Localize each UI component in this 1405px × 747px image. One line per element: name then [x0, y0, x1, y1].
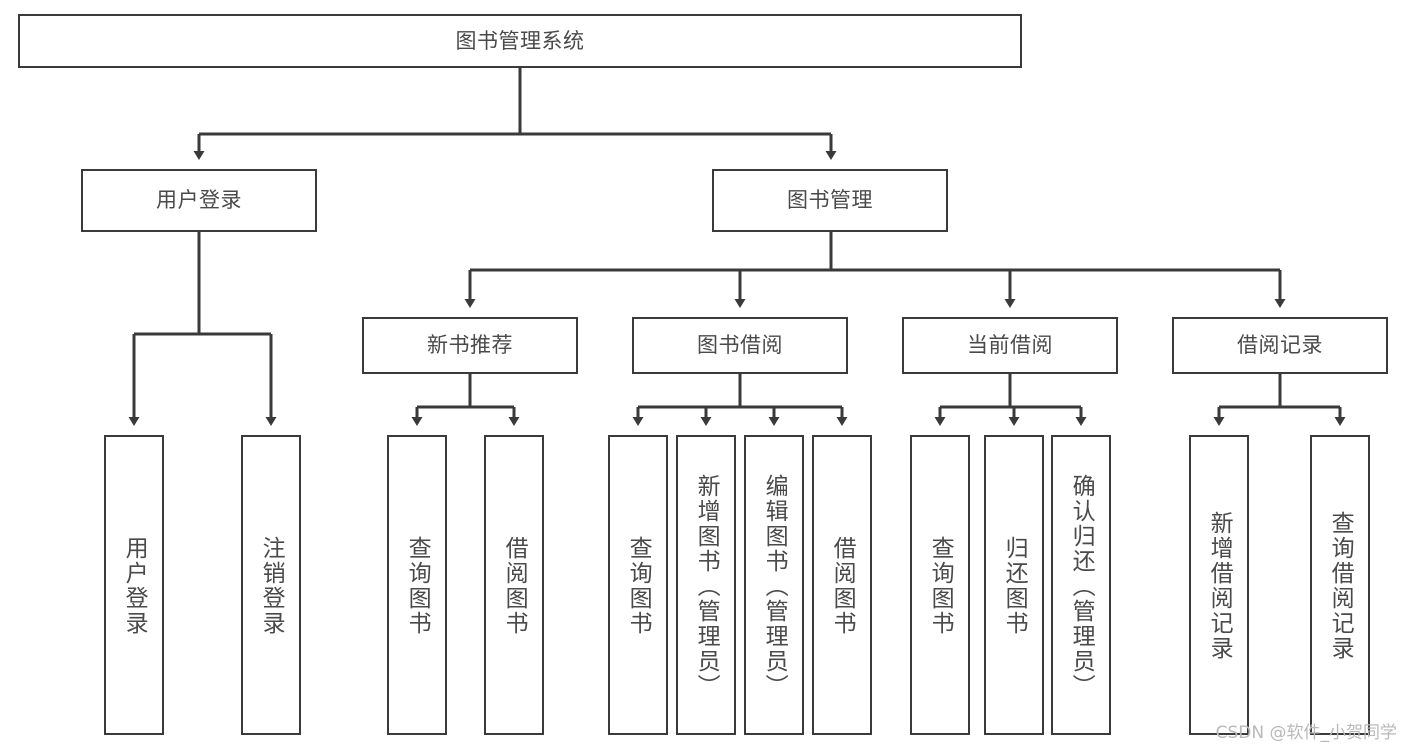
- node-leaf-add-record[interactable]: 新增借阅记录: [1189, 435, 1249, 735]
- node-leaf-add-record-label: 新增借阅记录: [1206, 511, 1233, 661]
- node-borrow-record-label: 借阅记录: [1237, 333, 1323, 358]
- node-book-borrow[interactable]: 图书借阅: [632, 317, 848, 374]
- node-leaf-edit-book-label: 编辑图书（管理员）: [761, 473, 788, 699]
- node-leaf-query-book-1-label: 查询图书: [404, 536, 431, 636]
- node-book-borrow-label: 图书借阅: [697, 333, 783, 358]
- node-leaf-borrow-book-2[interactable]: 借阅图书: [812, 435, 872, 735]
- node-leaf-edit-book[interactable]: 编辑图书（管理员）: [744, 435, 804, 735]
- node-leaf-logout[interactable]: 注销登录: [241, 435, 301, 735]
- node-leaf-add-book[interactable]: 新增图书（管理员）: [676, 435, 736, 735]
- node-current-borrow-label: 当前借阅: [967, 333, 1053, 358]
- node-book-manage[interactable]: 图书管理: [712, 169, 948, 232]
- node-leaf-add-book-label: 新增图书（管理员）: [693, 473, 720, 699]
- node-leaf-query-record-label: 查询借阅记录: [1327, 511, 1354, 661]
- node-current-borrow[interactable]: 当前借阅: [902, 317, 1118, 374]
- node-leaf-query-book-3[interactable]: 查询图书: [910, 435, 970, 735]
- node-leaf-confirm-return-label: 确认归还（管理员）: [1068, 473, 1095, 699]
- node-user-login[interactable]: 用户登录: [81, 169, 317, 232]
- node-leaf-query-book-2[interactable]: 查询图书: [608, 435, 668, 735]
- node-leaf-query-record[interactable]: 查询借阅记录: [1310, 435, 1370, 735]
- node-root[interactable]: 图书管理系统: [18, 14, 1022, 68]
- node-leaf-user-login-label: 用户登录: [121, 536, 148, 636]
- node-new-book-recommend-label: 新书推荐: [427, 333, 513, 358]
- csdn-watermark: CSDN @软件_小贺同学: [1215, 723, 1397, 743]
- node-leaf-return-book[interactable]: 归还图书: [984, 435, 1044, 735]
- node-leaf-borrow-book-2-label: 借阅图书: [829, 536, 856, 636]
- node-leaf-query-book-1[interactable]: 查询图书: [387, 435, 447, 735]
- node-leaf-logout-label: 注销登录: [258, 536, 285, 636]
- node-user-login-label: 用户登录: [156, 188, 242, 213]
- node-leaf-return-book-label: 归还图书: [1001, 536, 1028, 636]
- node-leaf-borrow-book-1-label: 借阅图书: [501, 536, 528, 636]
- node-leaf-query-book-3-label: 查询图书: [927, 536, 954, 636]
- node-root-label: 图书管理系统: [455, 28, 585, 53]
- node-leaf-user-login[interactable]: 用户登录: [104, 435, 164, 735]
- node-new-book-recommend[interactable]: 新书推荐: [362, 317, 578, 374]
- node-leaf-confirm-return[interactable]: 确认归还（管理员）: [1051, 435, 1111, 735]
- node-borrow-record[interactable]: 借阅记录: [1172, 317, 1388, 374]
- node-leaf-borrow-book-1[interactable]: 借阅图书: [484, 435, 544, 735]
- node-leaf-query-book-2-label: 查询图书: [625, 536, 652, 636]
- node-book-manage-label: 图书管理: [787, 188, 873, 213]
